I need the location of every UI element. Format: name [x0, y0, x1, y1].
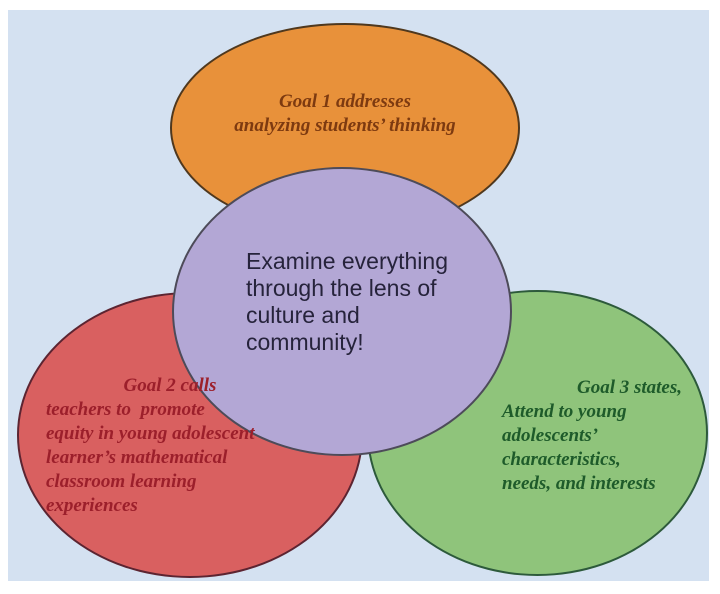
center-caption: Examine everything through the lens of c… [246, 248, 481, 356]
center-line: culture and [246, 302, 360, 328]
center-line: community! [246, 329, 364, 355]
center-line: through the lens of [246, 275, 437, 301]
goal1-caption: Goal 1 addresses analyzing students’ thi… [190, 90, 500, 138]
goal3-line: adolescents’ [502, 425, 599, 446]
goal2-line: experiences [46, 495, 138, 516]
goal1-line: analyzing students’ thinking [234, 115, 456, 136]
goal3-line: Attend to young [502, 401, 627, 422]
goal3-line: characteristics, [502, 449, 621, 470]
goal2-caption: Goal 2 calls teachers to promote equity … [46, 374, 294, 518]
goal2-line: classroom learning [46, 471, 197, 492]
center-circle [172, 167, 512, 456]
goal2-line: teachers to promote [46, 399, 205, 420]
center-line: Examine everything [246, 248, 448, 274]
goal3-line: Goal 3 states, [576, 377, 682, 398]
goal3-caption: Goal 3 states, Attend to young adolescen… [502, 376, 682, 496]
goal2-line: equity in young adolescent [46, 423, 255, 444]
goal1-line: Goal 1 addresses [279, 91, 411, 112]
goal2-line: Goal 2 calls [123, 375, 217, 396]
goal2-line: learner’s mathematical [46, 447, 228, 468]
goal3-line: needs, and interests [502, 473, 656, 494]
